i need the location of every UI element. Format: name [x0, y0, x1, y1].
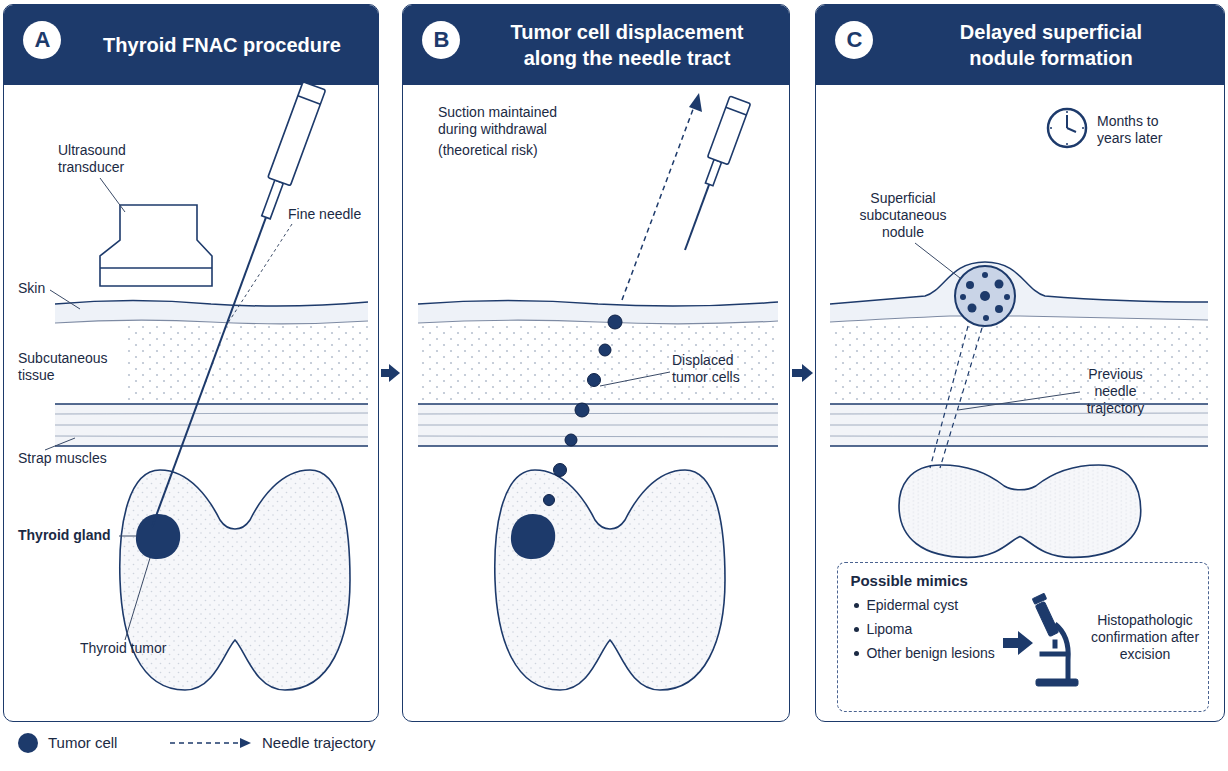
ultrasound-label: Ultrasound transducer — [58, 142, 158, 176]
list-item: Other benign lesions — [866, 645, 994, 662]
legend-swatch — [18, 733, 38, 753]
list-item: Lipoma — [866, 621, 912, 638]
trajectory-label: Previous needle trajectory — [1078, 366, 1153, 417]
subcutaneous-label: Subcutaneous tissue — [18, 350, 118, 384]
header-band: Tumor cell displacement along the needle… — [403, 5, 789, 85]
suction-note: Suction maintained during withdrawal — [438, 104, 588, 138]
bullet-dot — [854, 603, 859, 608]
panel-title: Delayed superficial nodule formation — [926, 19, 1176, 71]
muscle-label: Strap muscles — [18, 450, 107, 467]
list-item: Epidermal cyst — [866, 597, 958, 614]
box-heading: Possible mimics — [850, 572, 968, 589]
arrow-shaft — [792, 369, 802, 377]
bullet-dot — [854, 627, 859, 632]
header-band: Delayed superficial nodule formation — [816, 5, 1224, 85]
tumor-label: Thyroid tumor — [80, 640, 166, 657]
arrow-shaft — [381, 369, 389, 377]
skin-label: Skin — [18, 280, 45, 297]
arrow-head — [802, 364, 813, 382]
legend-text: Tumor cell — [48, 734, 117, 751]
legend-text: Needle trajectory — [262, 734, 375, 751]
nodule-label: Superficial subcutaneous nodule — [848, 190, 958, 241]
needle-label: Fine needle — [288, 206, 376, 223]
time-label: Months to years later — [1097, 113, 1187, 147]
flow-arrow — [381, 364, 400, 382]
displaced-cells-label: Displaced tumor cells — [672, 352, 762, 386]
risk-note: (theoretical risk) — [438, 142, 538, 159]
panel-title: Tumor cell displacement along the needle… — [482, 19, 772, 71]
histology-label: Histopathologic confirmation after excis… — [1086, 612, 1204, 663]
panel-letter: B — [433, 29, 449, 51]
legend-line-sample — [170, 738, 251, 748]
flow-arrow — [792, 364, 813, 382]
thyroid-label: Thyroid gland — [18, 527, 111, 544]
bullet-dot — [854, 651, 859, 656]
panel-letter: C — [846, 29, 862, 51]
arrow-head — [389, 364, 400, 382]
panel-letter: A — [34, 29, 50, 51]
panel-title: Thyroid FNAC procedure — [72, 32, 372, 58]
